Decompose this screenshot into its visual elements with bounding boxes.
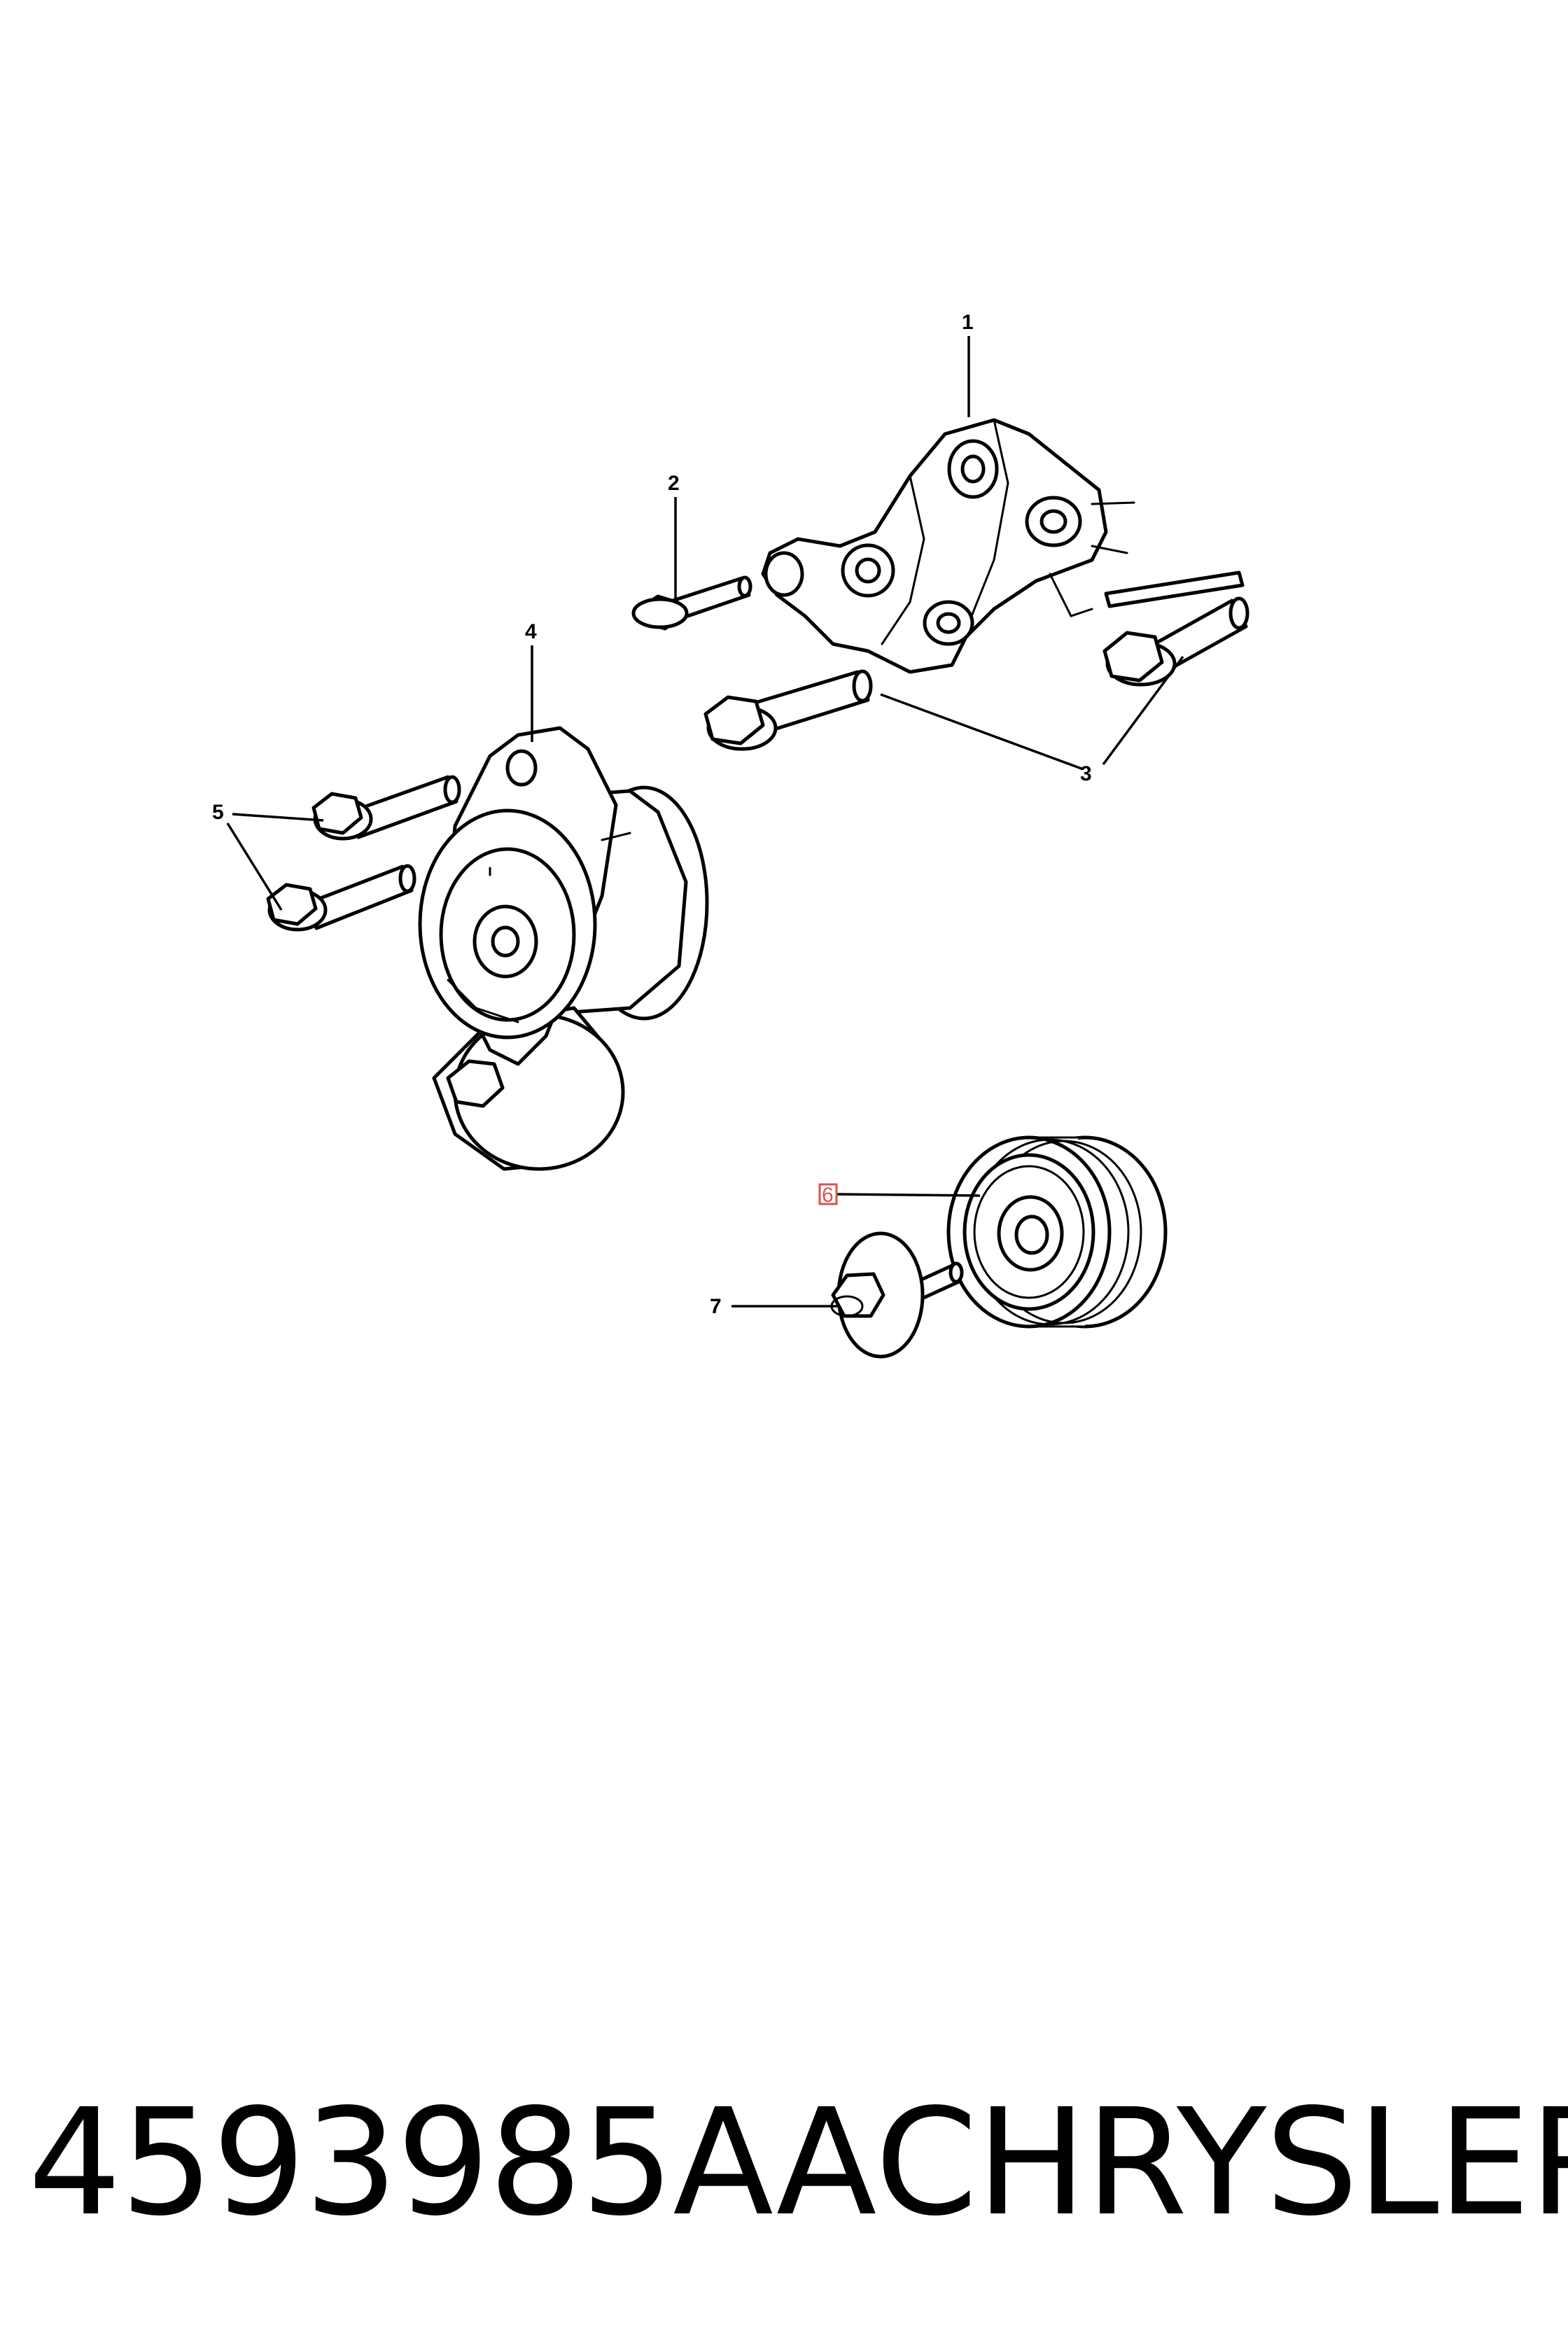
callout-1: 1 [962,311,974,334]
callout-3: 3 [1080,762,1092,785]
callout-6-highlight [818,1183,838,1205]
parts-diagram: 1 2 3 4 5 6 7 [212,311,1250,1359]
part-bolt-7 [830,1231,964,1359]
part-bolt-2 [631,575,752,631]
leader-lines [226,336,1184,1308]
callout-4: 4 [525,620,537,643]
part-bolt-5a [312,775,461,841]
callout-5: 5 [212,801,224,824]
callout-7: 7 [710,1295,722,1318]
part-idler-pulley [946,1135,1168,1329]
part-bolt-5b [266,864,416,932]
part-bolt-3b [1102,570,1250,687]
callout-6: 6 [822,1184,834,1207]
footer: 4593985AA CHRYSLER [0,2072,1568,2254]
part-bracket [761,418,1135,674]
part-tensioner [418,726,709,1171]
part-number: 4593985AA [28,2077,876,2248]
brand-name: CHRYSLER [875,2077,1568,2248]
part-bolt-3a [704,669,873,751]
callout-2: 2 [668,472,680,495]
